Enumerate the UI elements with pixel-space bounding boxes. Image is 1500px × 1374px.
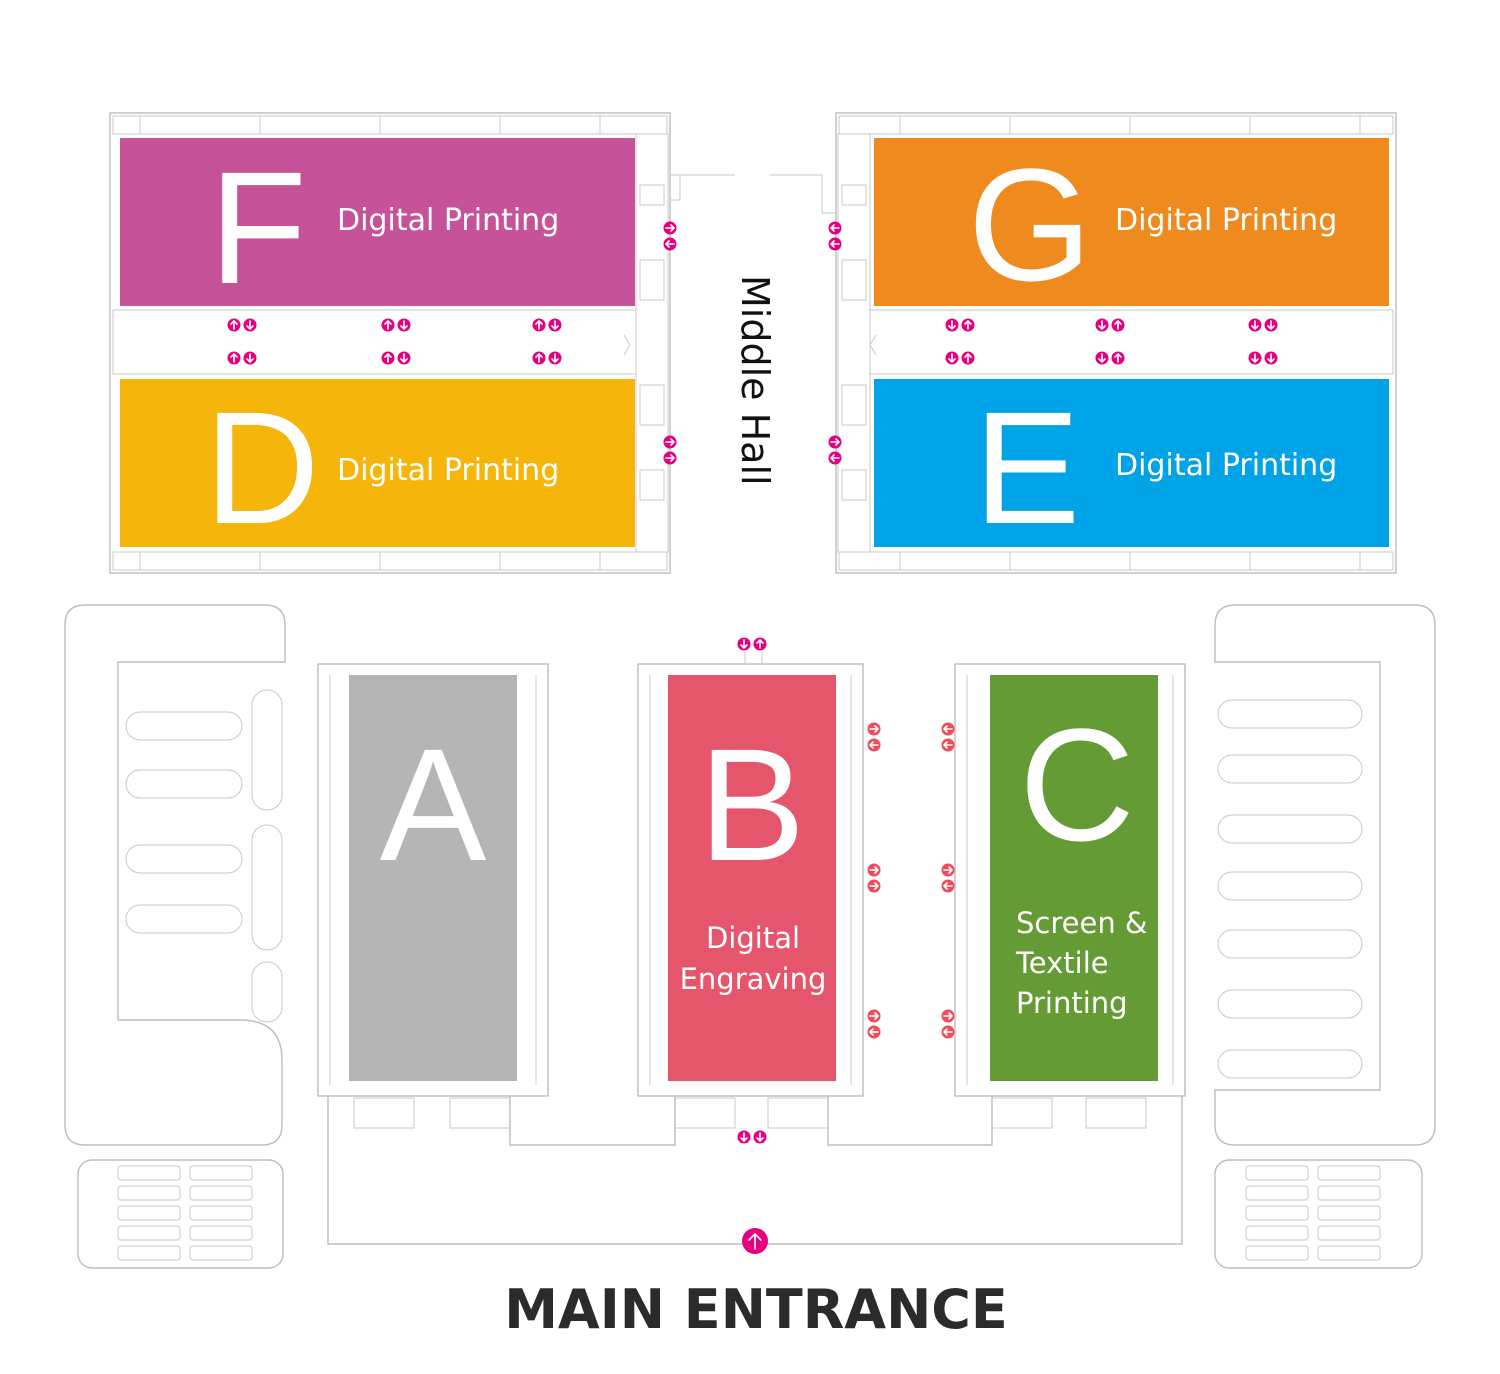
parking-right-bays xyxy=(1217,699,1363,1079)
door-arrow-icon xyxy=(828,237,842,251)
escalator-up-icon xyxy=(961,351,975,365)
hall-b-description-line-2: Engraving xyxy=(680,962,827,996)
escalator-down-icon xyxy=(1264,318,1278,332)
door-arrow-icon xyxy=(663,237,677,251)
door-arrow-icon xyxy=(663,435,677,449)
escalator-up-icon xyxy=(227,351,241,365)
hall-f-block[interactable] xyxy=(120,138,635,306)
hall-b-block[interactable] xyxy=(668,675,836,1081)
escalator-up-icon xyxy=(532,318,546,332)
hall-f-description: Digital Printing xyxy=(337,203,559,238)
entrance-plaza-outline xyxy=(327,1096,1183,1245)
door-arrow-icon xyxy=(941,863,955,877)
entrance-arrow-icon xyxy=(742,1228,768,1254)
escalator-up-icon xyxy=(532,351,546,365)
escalator-up-icon xyxy=(227,318,241,332)
hall-a-block[interactable] xyxy=(349,675,517,1081)
escalator-up-icon xyxy=(381,351,395,365)
hall-d-description: Digital Printing xyxy=(337,453,559,488)
door-arrow-icon xyxy=(663,221,677,235)
door-arrow-icon xyxy=(941,1009,955,1023)
escalator-up-icon xyxy=(1111,318,1125,332)
escalator-down-icon xyxy=(548,351,562,365)
hall-e-block[interactable] xyxy=(874,379,1389,547)
door-arrow-icon xyxy=(828,221,842,235)
hall-b-letter: B xyxy=(699,715,806,894)
door-arrow-icon xyxy=(941,879,955,893)
hall-c-letter: C xyxy=(1019,695,1135,874)
building-outline-g-e xyxy=(835,112,1397,574)
door-arrow-icon xyxy=(941,1025,955,1039)
door-arrow-icon xyxy=(867,722,881,736)
hall-c-block[interactable] xyxy=(990,675,1158,1081)
door-arrow-icon xyxy=(867,879,881,893)
door-arrow-icon xyxy=(828,435,842,449)
escalator-down-icon xyxy=(945,318,959,332)
escalator-up-icon xyxy=(753,637,767,651)
escalator-down-icon xyxy=(737,637,751,651)
building-outline-a-b-c xyxy=(317,652,1186,1129)
door-arrow-icon xyxy=(867,738,881,752)
escalator-down-icon xyxy=(1095,351,1109,365)
escalator-down-icon xyxy=(243,318,257,332)
door-arrow-icon xyxy=(828,451,842,465)
hall-g-description: Digital Printing xyxy=(1115,203,1337,238)
hall-c-description-line-3: Printing xyxy=(1016,986,1128,1020)
escalator-down-icon xyxy=(737,1130,751,1144)
escalator-down-icon xyxy=(397,318,411,332)
escalator-down-icon xyxy=(753,1130,767,1144)
escalator-up-icon xyxy=(381,318,395,332)
hall-c-description-line-2: Textile xyxy=(1015,946,1109,980)
hall-e-description: Digital Printing xyxy=(1115,448,1337,483)
hall-c-description-line-1: Screen & xyxy=(1016,906,1148,940)
escalator-down-icon xyxy=(1248,318,1262,332)
hall-d-letter: D xyxy=(204,378,320,557)
door-arrow-icon xyxy=(867,1009,881,1023)
escalator-down-icon xyxy=(397,351,411,365)
parking-left-bays xyxy=(125,711,243,934)
building-outline-f-d xyxy=(109,112,671,574)
hall-f-letter: F xyxy=(209,138,307,317)
escalator-down-icon xyxy=(945,351,959,365)
main-entrance-title: MAIN ENTRANCE xyxy=(504,1278,1008,1341)
door-arrow-icon xyxy=(941,738,955,752)
hall-g-letter: G xyxy=(968,135,1092,314)
escalator-down-icon xyxy=(1095,318,1109,332)
escalator-up-icon xyxy=(1111,351,1125,365)
middle-hall-label: Middle Hall xyxy=(733,275,777,486)
escalator-down-icon xyxy=(243,351,257,365)
hall-b-description-line-1: Digital xyxy=(706,921,800,955)
door-arrow-icon xyxy=(867,863,881,877)
escalator-down-icon xyxy=(1264,351,1278,365)
door-arrow-icon xyxy=(941,722,955,736)
escalator-down-icon xyxy=(1248,351,1262,365)
hall-g-block[interactable] xyxy=(874,138,1389,306)
door-arrow-icon xyxy=(867,1025,881,1039)
hall-a-letter: A xyxy=(380,715,487,894)
escalator-up-icon xyxy=(961,318,975,332)
escalator-markers xyxy=(227,221,1278,1144)
hall-e-letter: E xyxy=(974,378,1081,557)
parking-right-outline xyxy=(1214,604,1436,1269)
hall-d-block[interactable] xyxy=(120,379,635,547)
door-arrow-icon xyxy=(663,451,677,465)
parking-left-outline xyxy=(64,604,286,1269)
middle-hall-outline xyxy=(623,174,877,356)
escalator-down-icon xyxy=(548,318,562,332)
